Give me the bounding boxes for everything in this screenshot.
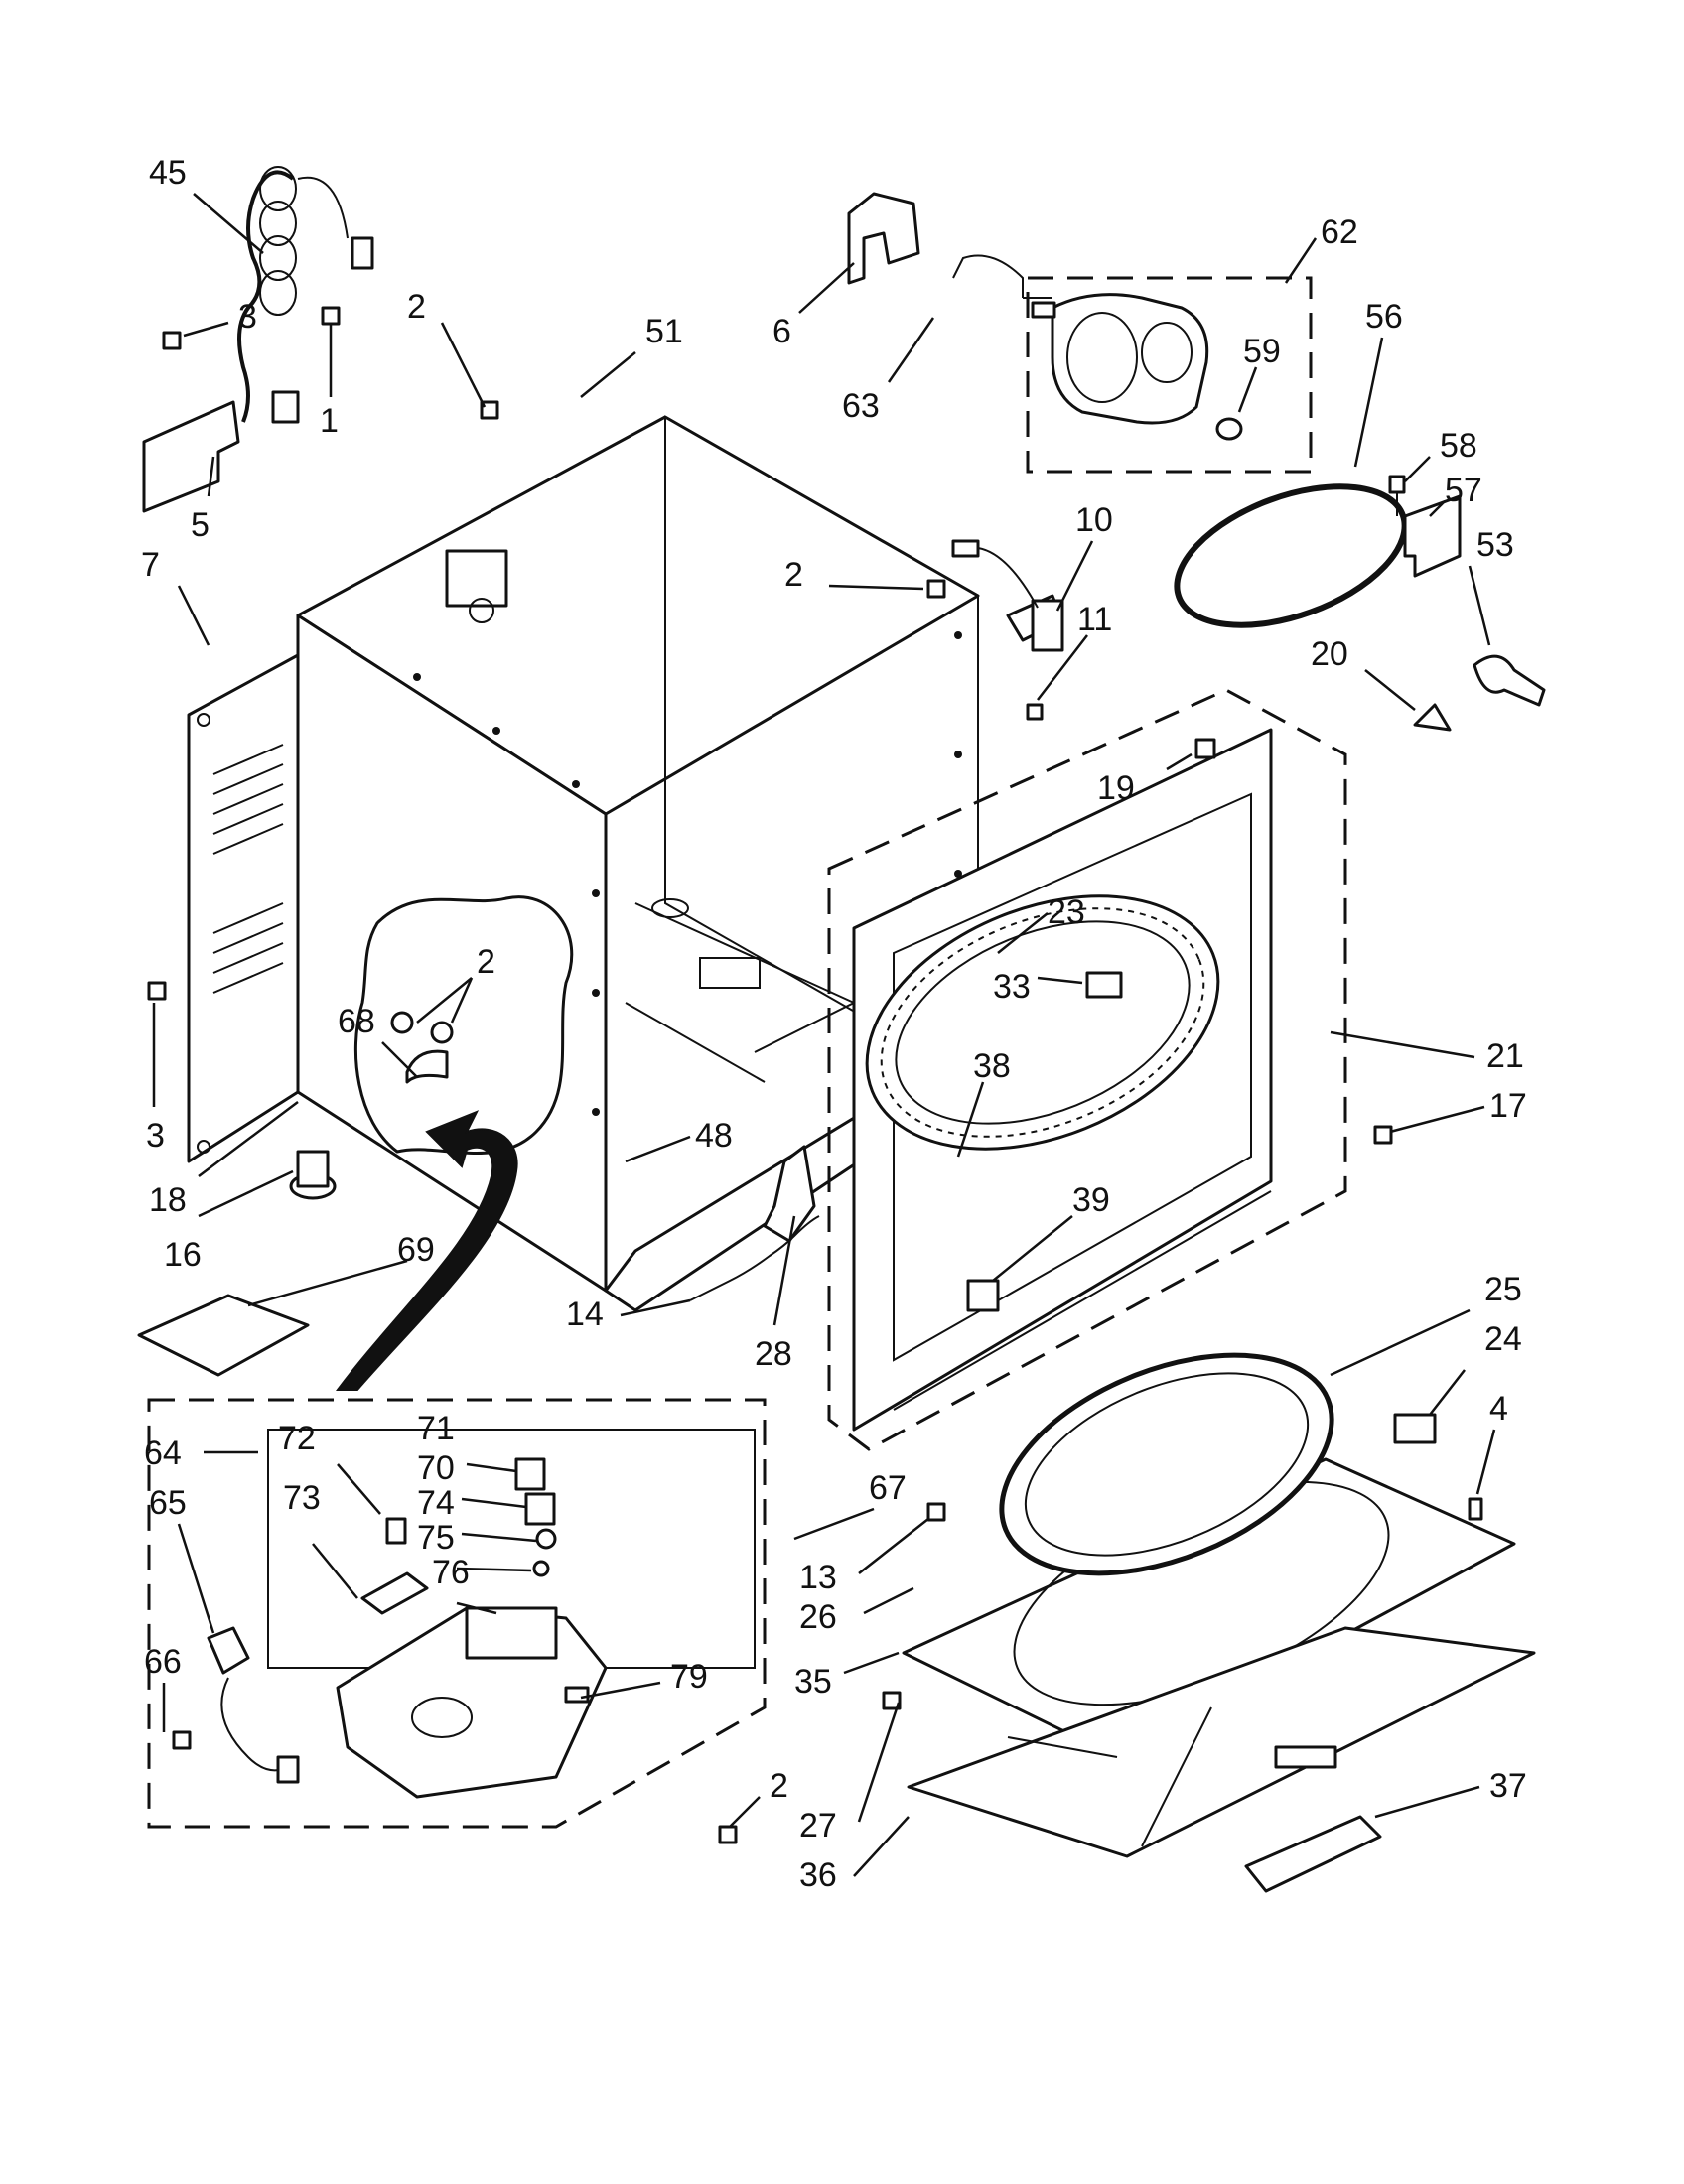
callout-23: 23	[1048, 893, 1085, 931]
callout-79: 79	[670, 1658, 708, 1696]
callout-66: 66	[144, 1643, 182, 1681]
callout-59: 59	[1243, 333, 1281, 370]
side-panel-cutaway	[353, 895, 574, 1155]
callout-38: 38	[973, 1047, 1011, 1085]
callout-67: 67	[869, 1469, 907, 1507]
callout-18: 18	[149, 1181, 187, 1219]
access-panel	[137, 1294, 310, 1377]
leader-lines	[152, 193, 1496, 1877]
callout-62: 62	[1321, 213, 1358, 251]
callout-58: 58	[1440, 427, 1477, 465]
callout-76: 76	[432, 1554, 470, 1591]
callout-2: 2	[407, 288, 426, 326]
callout-71: 71	[417, 1410, 455, 1447]
callout-10: 10	[1075, 501, 1113, 539]
callout-25: 25	[1484, 1271, 1522, 1308]
callout-75: 75	[417, 1519, 455, 1557]
terminal-block-cover	[142, 400, 240, 513]
callout-3: 3	[238, 298, 257, 336]
callout-35: 35	[794, 1663, 832, 1701]
callout-45: 45	[149, 154, 187, 192]
callout-5: 5	[191, 506, 210, 544]
screws	[147, 306, 1483, 1844]
base-assembly	[902, 1352, 1536, 1893]
callout-14: 14	[566, 1296, 604, 1333]
callout-48: 48	[695, 1117, 733, 1155]
front-panel-clip	[1413, 703, 1452, 732]
callout-70: 70	[417, 1449, 455, 1487]
callout-72: 72	[278, 1420, 316, 1457]
callout-1: 1	[320, 402, 339, 440]
callout-27: 27	[799, 1807, 837, 1844]
callout-19: 19	[1097, 769, 1135, 807]
callout-2d: 2	[770, 1767, 788, 1805]
callout-36: 36	[799, 1856, 837, 1894]
callout-53: 53	[1476, 526, 1514, 564]
callout-56: 56	[1365, 298, 1403, 336]
callout-39: 39	[1072, 1181, 1110, 1219]
callout-16: 16	[164, 1236, 202, 1274]
callout-2b: 2	[784, 556, 803, 594]
callout-7: 7	[141, 546, 160, 584]
callout-74: 74	[417, 1484, 455, 1522]
callout-24: 24	[1484, 1320, 1522, 1358]
power-cord	[237, 166, 374, 424]
callout-69: 69	[397, 1231, 435, 1269]
callout-11: 11	[1077, 601, 1112, 638]
drum-belt	[1174, 483, 1408, 628]
callout-4: 4	[1489, 1390, 1508, 1428]
callout-64: 64	[144, 1434, 182, 1472]
callout-21: 21	[1486, 1037, 1524, 1075]
callout-33: 33	[993, 968, 1031, 1006]
callout-37: 37	[1489, 1767, 1527, 1805]
callout-63: 63	[842, 387, 880, 425]
burner-location-arrow	[335, 1110, 518, 1391]
callout-26: 26	[799, 1598, 837, 1636]
levelling-leg	[289, 1150, 337, 1200]
callout-51: 51	[645, 313, 683, 350]
burner-assembly	[147, 1398, 767, 1829]
callout-labels: 45 3 1 5 2 51 7 6 63 62 59 56 58 57 53 1…	[141, 154, 1527, 1894]
motor-assembly	[847, 192, 1313, 474]
front-panel-assembly	[827, 688, 1347, 1451]
callout-57: 57	[1445, 472, 1482, 509]
callout-17: 17	[1489, 1087, 1527, 1125]
callout-73: 73	[283, 1479, 321, 1517]
callout-3b: 3	[146, 1117, 165, 1155]
callout-65: 65	[149, 1484, 187, 1522]
callout-68: 68	[338, 1003, 375, 1040]
callout-6: 6	[772, 313, 791, 350]
idler-parts	[1388, 475, 1546, 707]
callout-2c: 2	[477, 943, 495, 981]
callout-28: 28	[755, 1335, 792, 1373]
rear-panel	[187, 653, 300, 1163]
callout-20: 20	[1311, 635, 1348, 673]
callout-13: 13	[799, 1559, 837, 1596]
